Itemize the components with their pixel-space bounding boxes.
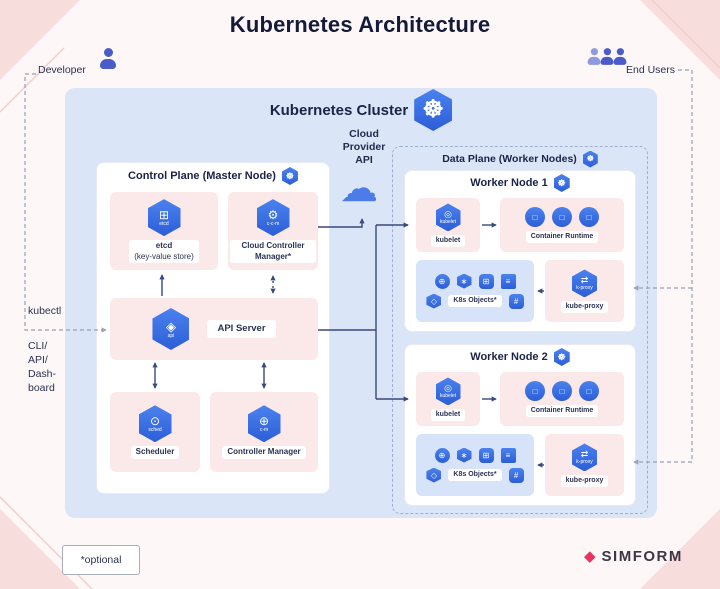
kubelet-label: kubelet (430, 235, 466, 247)
cloud-controller-manager-label: Cloud Controller Manager* (230, 240, 316, 263)
developer-icon (98, 48, 118, 69)
brand-name: SIMFORM (601, 548, 683, 565)
api-server-card: ◈ api API Server (110, 298, 318, 360)
configmap-icon: ≡ (500, 273, 516, 289)
brand-logo: ◆ SIMFORM (584, 548, 683, 565)
container-icon: □ (579, 381, 599, 402)
k8s-objects-icons-row: ⊕ ∗ ⊞ ≡ (434, 447, 516, 463)
container-icon: □ (552, 207, 572, 228)
kubernetes-logo-icon: ☸ (414, 89, 453, 131)
cloud-controller-manager-icon: ⚙ c-c-m (256, 199, 290, 237)
cloud-icon: ☁ (340, 168, 378, 210)
client-tools-label: CLI/ API/ Dash- board (28, 340, 57, 394)
service-icon: ⊞ (478, 447, 494, 463)
data-plane-header: Data Plane (Worker Nodes) ☸ (392, 150, 648, 168)
scheduler-label: Scheduler (130, 446, 180, 459)
k8s-objects-card: ⊕ ∗ ⊞ ≡ ◇ K8s Objects* # (416, 260, 534, 322)
namespace-icon: # (508, 293, 524, 309)
control-plane-header: Control Plane (Master Node) ☸ (96, 166, 330, 186)
scheduler-icon: ⊙ sched (138, 405, 172, 443)
configmap-icon: ≡ (500, 447, 516, 463)
container-runtime-label: Container Runtime (525, 405, 599, 417)
pod-icon: ⊕ (434, 273, 450, 289)
kube-proxy-card: ⇄ k-proxy kube-proxy (545, 260, 624, 322)
controller-manager-label: Controller Manager (222, 446, 306, 459)
kube-proxy-label: kube-proxy (560, 475, 609, 487)
worker-node-2-header: Worker Node 2 ☸ (404, 348, 636, 366)
k8s-objects-label: K8s Objects* (448, 295, 502, 307)
container-runtime-card: □ □ □ Container Runtime (500, 198, 624, 252)
kubelet-icon: ◎ kubelet (435, 377, 461, 406)
cloud-provider-api-label: Cloud Provider API (342, 128, 386, 167)
container-runtime-icons: □ □ □ (525, 381, 599, 402)
deployment-icon: ∗ (456, 273, 472, 289)
cloud-controller-manager-card: ⚙ c-c-m Cloud Controller Manager* (228, 192, 318, 270)
k8s-objects-icons-row: ⊕ ∗ ⊞ ≡ (434, 273, 516, 289)
controller-manager-icon: ⊕ c-m (247, 405, 281, 443)
node-icon: ☸ (281, 167, 298, 185)
controller-manager-card: ⊕ c-m Controller Manager (210, 392, 318, 472)
node-icon: ☸ (553, 348, 570, 366)
k8s-objects-label-row: ◇ K8s Objects* # (426, 467, 524, 483)
scheduler-card: ⊙ sched Scheduler (110, 392, 200, 472)
kubelet-label: kubelet (430, 409, 466, 421)
deployment-icon: ∗ (456, 447, 472, 463)
cluster-title: Kubernetes Cluster (269, 101, 409, 119)
data-plane-box (392, 146, 648, 514)
api-server-icon: ◈ api (152, 308, 190, 350)
kubelet-card: ◎ kubelet kubelet (416, 198, 480, 252)
page-title: Kubernetes Architecture (229, 12, 491, 37)
k8s-objects-label-row: ◇ K8s Objects* # (426, 293, 524, 309)
simform-mark-icon: ◆ (584, 548, 596, 565)
cluster-header: Kubernetes Cluster ☸ (65, 89, 657, 131)
kube-proxy-icon: ⇄ k-proxy (572, 443, 597, 472)
node-icon: ☸ (553, 174, 570, 192)
etcd-card: ⊞ etcd etcd (key-value store) (110, 192, 218, 270)
secret-icon: ◇ (426, 293, 442, 309)
container-icon: □ (552, 381, 572, 402)
kube-proxy-card: ⇄ k-proxy kube-proxy (545, 434, 624, 496)
container-runtime-label: Container Runtime (525, 231, 599, 243)
etcd-label: etcd (key-value store) (129, 240, 199, 263)
kube-proxy-icon: ⇄ k-proxy (572, 269, 597, 298)
worker-node-1-title: Worker Node 1 (470, 177, 548, 189)
container-runtime-icons: □ □ □ (525, 207, 599, 228)
service-icon: ⊞ (478, 273, 494, 289)
kube-proxy-label: kube-proxy (560, 301, 609, 313)
kubelet-card: ◎ kubelet kubelet (416, 372, 480, 426)
secret-icon: ◇ (426, 467, 442, 483)
container-icon: □ (525, 207, 545, 228)
api-server-label: API Server (207, 319, 276, 339)
k8s-objects-label: K8s Objects* (448, 469, 502, 481)
container-runtime-card: □ □ □ Container Runtime (500, 372, 624, 426)
data-plane-title: Data Plane (Worker Nodes) (442, 153, 577, 165)
worker-node-1-header: Worker Node 1 ☸ (404, 174, 636, 192)
kubelet-icon: ◎ kubelet (435, 203, 461, 232)
k8s-objects-card: ⊕ ∗ ⊞ ≡ ◇ K8s Objects* # (416, 434, 534, 496)
etcd-icon: ⊞ etcd (147, 199, 181, 237)
end-users-icon (584, 46, 627, 67)
container-icon: □ (579, 207, 599, 228)
end-users-label: End Users (626, 64, 676, 76)
node-icon: ☸ (582, 150, 598, 168)
namespace-icon: # (508, 467, 524, 483)
optional-footnote: *optional (62, 545, 140, 575)
control-plane-title: Control Plane (Master Node) (128, 170, 276, 182)
developer-label: Developer (38, 64, 86, 76)
kubectl-label: kubectl (28, 305, 62, 317)
worker-node-2-title: Worker Node 2 (470, 351, 548, 363)
pod-icon: ⊕ (434, 447, 450, 463)
container-icon: □ (525, 381, 545, 402)
